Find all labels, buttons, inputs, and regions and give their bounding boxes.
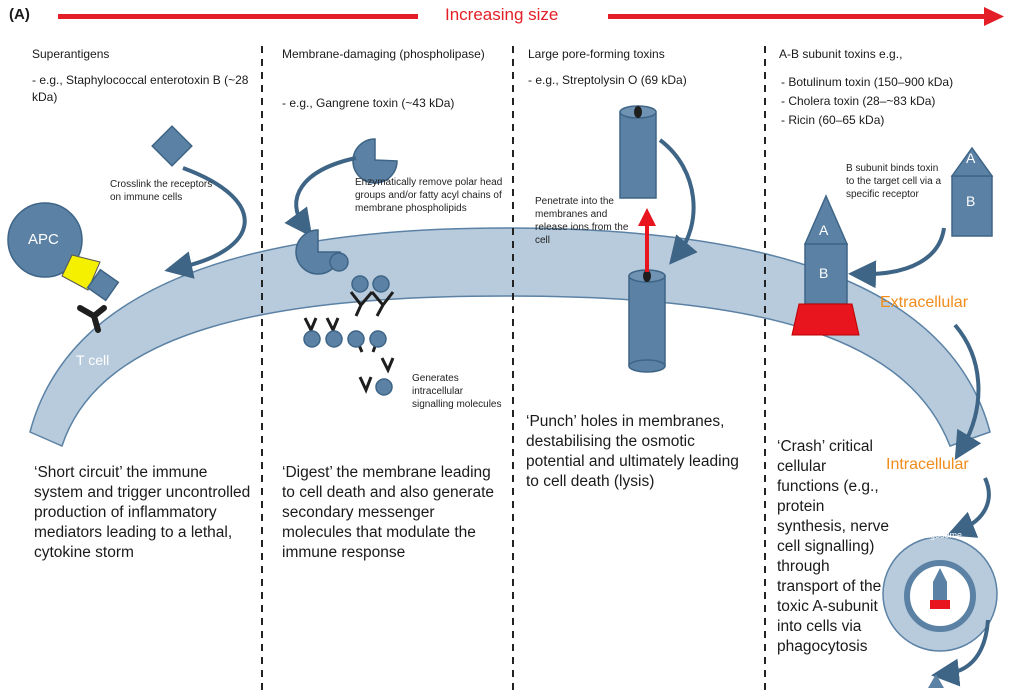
t-cell-receptor xyxy=(77,305,107,333)
subunit-b-label-bound: B xyxy=(819,265,829,281)
cell-membrane-label: Cell membrane xyxy=(437,300,539,317)
pore-forming-title: Large pore-forming toxins xyxy=(528,47,665,61)
superantigen-diagram xyxy=(7,125,247,333)
apc-label: APC xyxy=(28,231,59,248)
superantigens-example: - e.g., Staphylococcal enterotoxin B (~2… xyxy=(32,73,249,104)
pore-cylinder-membrane xyxy=(628,275,666,367)
signalling-note: Generates intracellular signalling molec… xyxy=(412,373,502,410)
phagosome-label: Phagosome xyxy=(914,530,963,540)
increasing-size-label: Increasing size xyxy=(445,5,559,24)
ab-bind-arrow xyxy=(848,227,946,289)
subunit-a-label-bound: A xyxy=(819,222,829,238)
pore-forming-description: ‘Punch’ holes in membranes, destabilisin… xyxy=(526,413,739,490)
ab-toxins-title: A-B subunit toxins e.g., xyxy=(779,47,903,61)
membrane-damaging-description: ‘Digest’ the membrane leading to cell de… xyxy=(282,464,494,561)
superantigens-note: Crosslink the receptors on immune cells xyxy=(110,179,213,203)
apc-cell xyxy=(7,202,83,278)
pore-forming-diagram xyxy=(619,105,698,373)
ab-toxin-diagram xyxy=(791,146,998,688)
phospholipid-heads xyxy=(303,275,393,396)
pore-forming-note: Penetrate into the membranes and release… xyxy=(535,196,629,246)
superantigen-diamond xyxy=(151,125,193,167)
subunit-a-label-free: A xyxy=(966,150,976,166)
superantigens-description: ‘Short circuit’ the immune system and tr… xyxy=(34,464,251,561)
phospholipase-pacman xyxy=(352,138,398,184)
ab-toxin-example: Botulinum toxin (150–900 kDa) xyxy=(781,73,953,92)
pore-insert-arrow xyxy=(658,138,698,265)
receptor-red xyxy=(791,303,860,336)
release-arrow xyxy=(931,619,990,687)
pore-cylinder-top xyxy=(619,111,657,199)
ab-toxins-examples: Botulinum toxin (150–900 kDa) Cholera to… xyxy=(781,73,953,130)
membrane-damaging-note: Enzymatically remove polar head groups a… xyxy=(355,177,503,214)
pore-forming-example: - e.g., Streptolysin O (69 kDa) xyxy=(528,73,687,87)
membrane-damaging-example: - e.g., Gangrene toxin (~43 kDa) xyxy=(282,96,455,110)
panel-label: (A) xyxy=(9,6,30,23)
ion-release-arrow xyxy=(638,208,656,226)
subunit-b-label-free: B xyxy=(966,193,976,209)
ab-toxin-example: Ricin (60–65 kDa) xyxy=(781,111,953,130)
phagosome-arrow xyxy=(947,477,991,538)
released-toxin xyxy=(928,674,944,688)
column-dividers xyxy=(261,46,766,690)
ab-toxins-note: B subunit binds toxin to the target cell… xyxy=(846,163,942,200)
intracellular-label: Intracellular xyxy=(886,456,969,473)
mhc-yellow xyxy=(61,254,101,291)
ab-toxin-example: Cholera toxin (28–~83 kDa) xyxy=(781,92,953,111)
cleaved-head-group xyxy=(329,252,349,272)
t-cell-label: T cell xyxy=(76,352,110,368)
cell-membrane-band xyxy=(29,227,991,448)
superantigen-arrow xyxy=(164,166,247,279)
phospholipase-diagram xyxy=(284,138,398,396)
internalise-arrow xyxy=(953,323,982,460)
extracellular-label: Extracellular xyxy=(880,294,969,311)
bound-superantigen xyxy=(86,268,120,302)
membrane-damaging-title: Membrane-damaging (phospholipase) xyxy=(282,47,485,61)
phospholipase-arrow xyxy=(284,156,357,238)
superantigens-title: Superantigens xyxy=(32,47,110,61)
increasing-size-arrow xyxy=(58,7,1004,26)
ab-toxins-description: ‘Crash’ critical cellular functions (e.g… xyxy=(777,438,889,655)
